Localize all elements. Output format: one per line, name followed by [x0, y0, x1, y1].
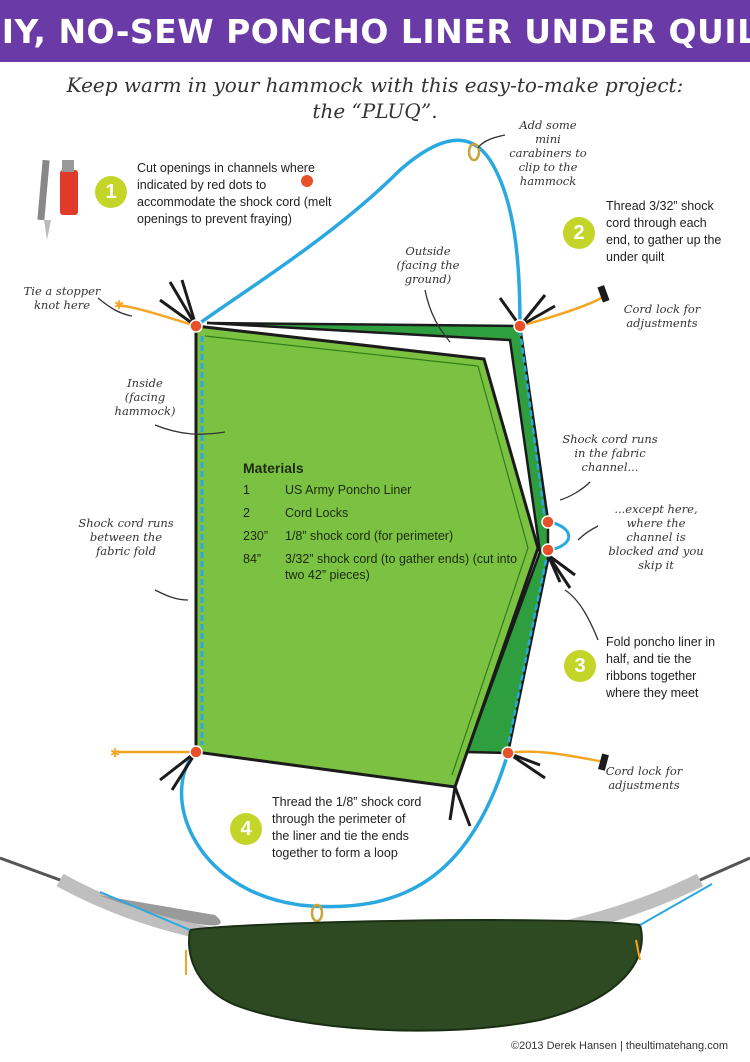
subtitle-line-1: Keep warm in your hammock with this easy…: [66, 73, 684, 97]
liner-inside: [194, 324, 540, 789]
material-desc: 1/8” shock cord (for perimeter): [285, 529, 454, 543]
step-3-text: Fold poncho liner in half, and tie the r…: [606, 635, 716, 700]
step-1-number: 1: [95, 176, 127, 208]
annotation-outside: Outside (facing the ground): [396, 244, 460, 286]
title-banner: DIY, NO-SEW PONCHO LINER UNDER QUILT: [0, 0, 750, 62]
material-desc: US Army Poncho Liner: [285, 483, 412, 497]
step-4-number: 4: [230, 813, 262, 845]
list-item: 1 US Army Poncho Liner: [243, 482, 523, 498]
step-2-number: 2: [563, 217, 595, 249]
list-item: 84” 3/32” shock cord (to gather ends) (c…: [243, 551, 523, 583]
material-desc: 3/32” shock cord (to gather ends) (cut i…: [285, 552, 518, 582]
page-title: DIY, NO-SEW PONCHO LINER UNDER QUILT: [0, 11, 750, 51]
annotation-channel: Shock cord runs in the fabric channel...: [562, 432, 658, 474]
step-4-text: Thread the 1/8” shock cord through the p…: [272, 795, 422, 860]
annotation-except: ...except here, where the channel is blo…: [608, 502, 704, 572]
lighter-icon: [60, 160, 78, 215]
subtitle-line-2: the “PLUQ”.: [312, 99, 438, 123]
material-qty: 1: [243, 483, 250, 497]
material-qty: 2: [243, 506, 250, 520]
step-2-text: Thread 3/32” shock cord through each end…: [606, 199, 722, 264]
hammock-underquilt: [188, 919, 643, 1032]
annotation-fold: Shock cord runs between the fabric fold: [78, 516, 174, 558]
material-qty: 230”: [243, 529, 269, 543]
annotation-cordlock-bottom: Cord lock for adjustments: [605, 764, 683, 792]
perimeter-shock-cord: [194, 138, 522, 328]
materials-heading: Materials: [243, 460, 304, 476]
perimeter-shock-cord-bottom: [179, 750, 510, 909]
svg-text:✱: ✱: [110, 746, 120, 760]
list-item: 2 Cord Locks: [243, 505, 523, 521]
list-item: 230” 1/8” shock cord (for perimeter): [243, 528, 523, 544]
step-1-text: Cut openings in channels where indicated…: [137, 161, 332, 226]
materials-list: Materials 1 US Army Poncho Liner 2 Cord …: [243, 460, 523, 590]
annotation-stopper: Tie a stopper knot here: [23, 284, 101, 312]
credit-line: ©2013 Derek Hansen | theultimatehang.com: [510, 1040, 728, 1052]
annotation-inside: Inside (facing hammock): [114, 376, 176, 418]
knife-icon: [37, 159, 51, 240]
subtitle: Keep warm in your hammock with this easy…: [0, 72, 750, 124]
svg-text:✱: ✱: [114, 298, 124, 312]
material-desc: Cord Locks: [285, 506, 349, 520]
material-qty: 84”: [243, 552, 262, 566]
annotation-carabiners: Add some mini carabiners to clip to the …: [509, 118, 587, 188]
annotation-cordlock-top: Cord lock for adjustments: [623, 302, 701, 330]
step-3-number: 3: [564, 650, 596, 682]
